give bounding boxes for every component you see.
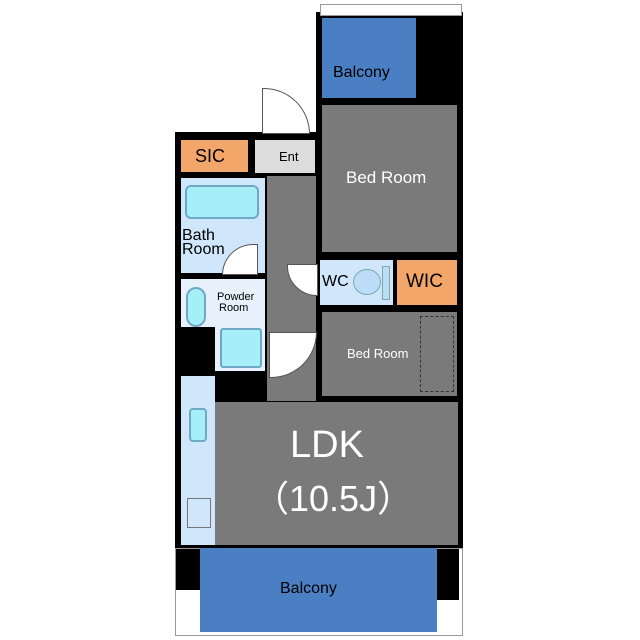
stove-icon bbox=[187, 498, 211, 528]
closet-doors[interactable] bbox=[420, 316, 454, 392]
ldk: LDK （10.5J） bbox=[215, 402, 458, 545]
balcony-bottom: Balcony bbox=[200, 548, 437, 632]
toilet-tank bbox=[382, 266, 390, 300]
wall-bottom-right bbox=[437, 545, 459, 600]
balcony-top-rail bbox=[320, 4, 462, 16]
bathtub bbox=[185, 185, 259, 219]
sic-label: SIC bbox=[195, 146, 226, 166]
powder-room: Powder Room bbox=[181, 279, 265, 371]
bedroom-2-label: Bed Room bbox=[347, 346, 409, 361]
wc-label: WC bbox=[322, 273, 349, 290]
toilet-icon bbox=[353, 269, 381, 295]
balcony-bottom-label: Balcony bbox=[280, 580, 337, 597]
kitchen bbox=[181, 376, 215, 545]
balcony-top-label: Balcony bbox=[333, 64, 390, 81]
entrance-label: Ent bbox=[279, 149, 299, 164]
powder-label-1: Powder bbox=[217, 291, 255, 303]
bath-label-1: Bath bbox=[182, 227, 215, 244]
bedroom-1: Bed Room bbox=[322, 105, 457, 252]
balcony-top: Balcony bbox=[322, 18, 416, 98]
sic-closet: SIC bbox=[181, 140, 248, 172]
bath-room: Bath Room bbox=[181, 178, 265, 275]
bedroom-2: Bed Room bbox=[322, 312, 457, 396]
ldk-size: （10.5J） bbox=[253, 478, 414, 519]
entrance: Ent bbox=[255, 140, 315, 173]
wc-door[interactable] bbox=[287, 264, 318, 296]
wic-closet: WIC bbox=[397, 260, 457, 305]
washing-machine-pan bbox=[220, 328, 262, 368]
powder-label-2: Room bbox=[219, 302, 249, 314]
washbasin bbox=[186, 287, 206, 327]
ldk-label: LDK bbox=[290, 424, 364, 466]
wall-bottom-left bbox=[175, 545, 200, 590]
entrance-door[interactable] bbox=[262, 88, 310, 134]
kitchen-sink bbox=[189, 408, 207, 442]
bath-door[interactable] bbox=[222, 244, 258, 275]
bath-label-2: Room bbox=[182, 241, 225, 258]
wic-label: WIC bbox=[406, 271, 443, 292]
pipe-shaft bbox=[181, 327, 215, 371]
wc: WC bbox=[320, 260, 393, 305]
bedroom-1-label: Bed Room bbox=[346, 168, 427, 187]
